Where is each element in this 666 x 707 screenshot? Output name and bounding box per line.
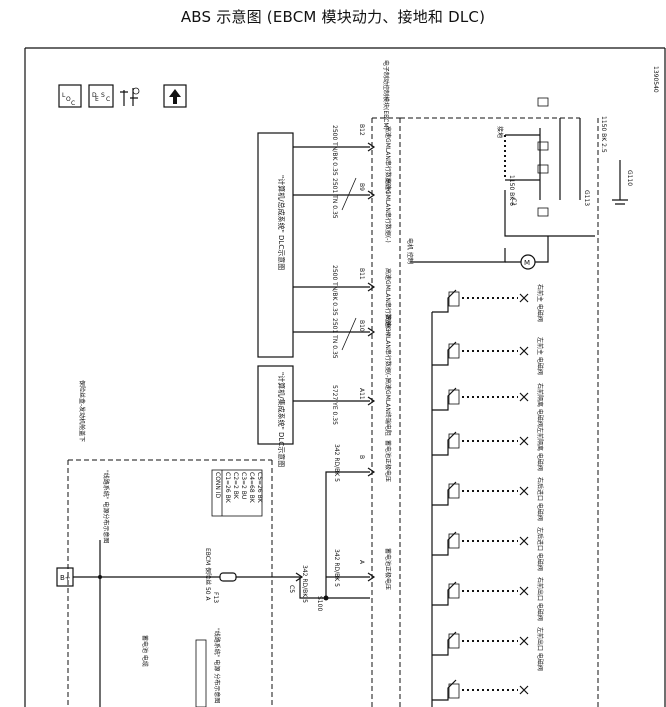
svg-text:342 RD/BK 5: 342 RD/BK 5 [333, 549, 340, 587]
svg-text:2500 TN/BK 0.35: 2500 TN/BK 0.35 [331, 125, 338, 176]
svg-text:C: C [106, 96, 110, 103]
svg-text:CONN ID: CONN ID [214, 472, 221, 499]
ground-conn: C1 [510, 198, 517, 206]
valve-5: 左后进口 电磁阀 [432, 527, 544, 571]
figure-id: 1390540 [652, 66, 659, 93]
svg-text:C1=26 BK: C1=26 BK [224, 472, 231, 504]
svg-text:M: M [524, 259, 530, 267]
wire-b9: 2501 TN 0.35 B9 [312, 177, 370, 219]
svg-text:B: B [358, 455, 365, 459]
svg-text:C5=26 BK: C5=26 BK [256, 472, 263, 504]
svg-text:右后进口 电磁阀: 右后进口 电磁阀 [536, 477, 544, 521]
svg-text:342 RD/BK 5: 342 RD/BK 5 [333, 444, 340, 482]
valve-3: 左前隔离 电磁阀 [432, 427, 544, 471]
power-ref-1: "线路系统" 电源分布示意图 [102, 470, 110, 543]
ebcm-fuse: EBCM 保险丝 50 A F13 [204, 548, 237, 603]
signal-b9: 高速GMLAN串行数据(-) [384, 178, 392, 243]
svg-text:2500 TN/BK 0.35: 2500 TN/BK 0.35 [331, 265, 338, 316]
motor-label: 电机 控制 [406, 238, 414, 264]
loc-icon: LOC [58, 84, 82, 108]
wire-a11: 5727 YE 0.35 A11 [293, 385, 370, 425]
svg-text:A: A [358, 560, 365, 565]
svg-text:C3=2 BU: C3=2 BU [240, 472, 247, 499]
signal-b: 蓄电池正极电压 [384, 440, 392, 482]
signal-a: 蓄电池正极电压 [384, 548, 392, 590]
svg-text:B11: B11 [358, 268, 365, 280]
svg-text:D: D [92, 92, 97, 99]
terminator-box [257, 365, 294, 445]
page-title: ABS 示意图 (EBCM 模块动力、接地和 DLC) [180, 8, 486, 26]
valve-4: 右后进口 电磁阀 [432, 477, 544, 521]
signal-b10: 高速GMLAN串行数据(-) [384, 315, 392, 380]
svg-text:E: E [95, 96, 99, 103]
wire-b-power [325, 471, 370, 598]
svg-text:2501 TN 0.35: 2501 TN 0.35 [331, 318, 338, 359]
svg-text:B9: B9 [358, 183, 365, 191]
wire-b12: 2500 TN/BK 0.35 B12 [312, 124, 370, 176]
svg-text:右前隔离 电磁阀: 右前隔离 电磁阀 [536, 383, 544, 427]
valve-0: 右前主 电磁阀 [432, 284, 544, 322]
svg-text:左后进口 电磁阀: 左后进口 电磁阀 [536, 527, 544, 571]
module-connectors [367, 142, 376, 582]
ground-label: 接地 [496, 126, 504, 138]
ground-g113: G113 [583, 190, 590, 206]
svg-text:左前出口 电磁阀: 左前出口 电磁阀 [536, 627, 544, 671]
svg-text:5727 YE 0.35: 5727 YE 0.35 [331, 385, 338, 425]
conn-id-table: CONN ID C1=26 BK C2=2 BK C3=2 BU C4=68 B… [211, 469, 263, 517]
svg-text:342 RD/BK 5: 342 RD/BK 5 [301, 565, 308, 603]
valve-6: 右前出口 电磁阀 [432, 577, 544, 621]
svg-text:右前主 电磁阀: 右前主 电磁阀 [536, 284, 544, 322]
terminator-box-label: "计算机/集成系统" DLC示意图 [277, 372, 286, 467]
svg-text:C: C [71, 100, 75, 107]
splice-label: S100 [316, 596, 323, 611]
dlc-box-label: "计算机/总成系统" DLC示意图 [277, 175, 286, 270]
module-label: 电子制动控制模块(EBCM) [382, 60, 390, 130]
svg-text:O: O [66, 96, 71, 103]
fuse-output [236, 576, 370, 599]
valve-8-partial [432, 679, 529, 701]
ground-wire-2: 1150 BK 2.5 [600, 116, 607, 153]
svg-text:C2=2 BK: C2=2 BK [232, 472, 239, 500]
svg-text:C4=68 BK: C4=68 BK [248, 472, 255, 504]
svg-text:左前隔离 电磁阀: 左前隔离 电磁阀 [536, 427, 544, 471]
valve-2: 右前隔离 电磁阀 [432, 383, 544, 427]
up-arrow-icon [163, 84, 187, 108]
signal-a11: 高速GMLAN终端电阻 [384, 378, 392, 436]
svg-text:右前出口 电磁阀: 右前出口 电磁阀 [536, 577, 544, 621]
wire-b11: 2500 TN/BK 0.35 B11 [312, 265, 370, 316]
ground-g110: G110 [626, 170, 633, 186]
signal-b12: 高速GMLAN串行数据(+) [384, 126, 392, 194]
svg-text:A11: A11 [358, 388, 365, 400]
signal-b11: 高速GMLAN串行数据(+) [384, 268, 392, 336]
wire-b10: 2501 TN 0.35 B10 [312, 317, 370, 359]
svg-text:S: S [101, 92, 105, 99]
svg-text:左前主 电磁阀: 左前主 电磁阀 [536, 337, 544, 375]
battery-cable-label: 蓄电池 电缆 [141, 635, 149, 667]
valve-1: 左前主 电磁阀 [432, 337, 544, 375]
tools-icon [120, 87, 140, 106]
dlc-box [257, 132, 294, 358]
connector-c5: C5 [288, 585, 295, 593]
svg-text:EBCM 保险丝 50 A: EBCM 保险丝 50 A [204, 548, 212, 602]
battery-label: B+ [60, 574, 71, 582]
valve-7: 左前出口 电磁阀 [432, 627, 544, 671]
fuse-block-label: 保险丝盒-发动机舱盖下 [78, 380, 86, 442]
power-ref-2: "线路系统" 电源 分布示意图 [213, 628, 221, 703]
svg-text:2501 TN 0.35: 2501 TN 0.35 [331, 178, 338, 219]
svg-text:L: L [62, 92, 66, 99]
svg-text:F13: F13 [212, 592, 219, 603]
svg-text:B10: B10 [358, 320, 365, 332]
ground-wire-1: 1150 BK 6 [508, 175, 515, 206]
svg-text:B12: B12 [358, 124, 365, 136]
